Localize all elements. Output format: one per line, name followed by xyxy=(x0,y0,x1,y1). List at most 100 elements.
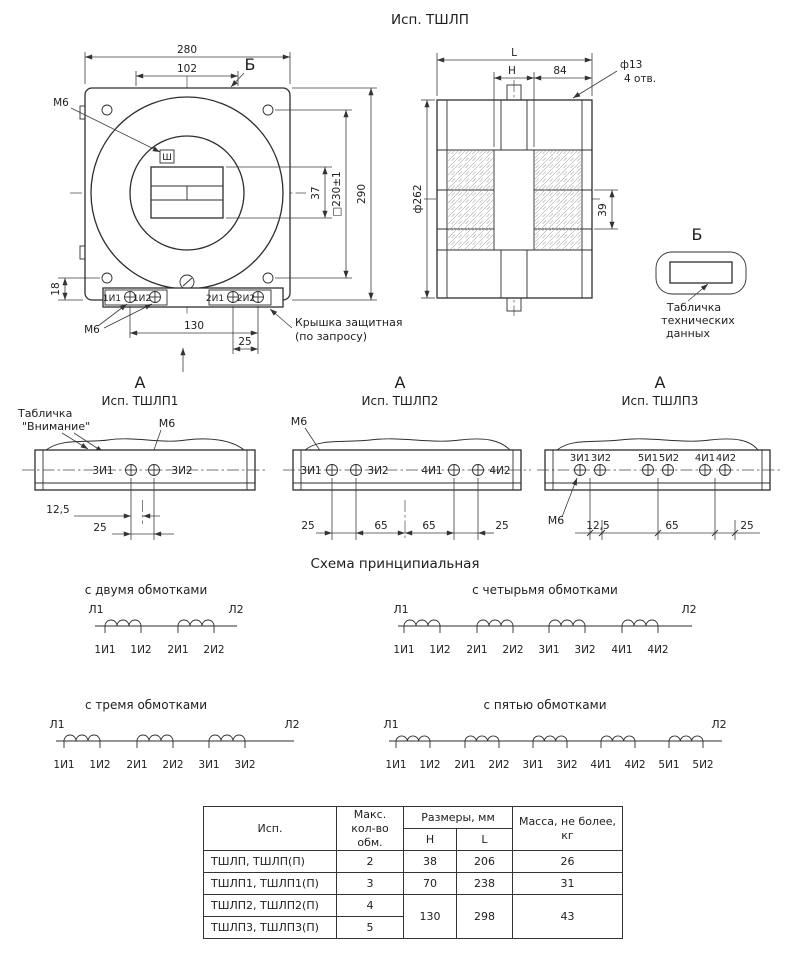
terminal-label: 3И1 xyxy=(570,453,590,464)
schematic-four-windings: с четырьмя обмотками Л1 Л2 1И1 1И2 2И1 2… xyxy=(393,583,696,656)
dim-label: 65 xyxy=(422,520,435,532)
winding-terminal-label: 4И2 xyxy=(624,759,645,771)
winding-terminal-label: 1И2 xyxy=(89,759,110,771)
winding-terminal-label: 3И1 xyxy=(538,644,559,656)
terminal-screw xyxy=(326,464,338,476)
ground-screw-pad xyxy=(159,149,175,164)
terminal-label: 4И1 xyxy=(695,453,715,464)
cell-h: 70 xyxy=(403,872,457,896)
cell-l: 238 xyxy=(456,872,513,896)
primary-terminal-label: Л1 xyxy=(49,718,64,731)
terminal-label: 1И2 xyxy=(133,294,151,304)
section-view-1: А Исп. ТШЛП1 Табличка "Внимание" M6 3И1 … xyxy=(17,373,268,540)
dim-label: 25 xyxy=(740,520,753,532)
dim-262-label: ф262 xyxy=(412,184,424,213)
terminal-screw xyxy=(350,464,362,476)
nameplate xyxy=(669,261,733,284)
table-row: ТШЛП, ТШЛП(П) 2 38 206 26 xyxy=(203,850,623,874)
section-title: Исп. ТШЛП2 xyxy=(362,394,439,408)
primary-terminal-label: Л2 xyxy=(284,718,299,731)
winding-terminal-label: 3И1 xyxy=(198,759,219,771)
m6-top-label: M6 xyxy=(53,97,69,109)
winding-terminal-label: 3И1 xyxy=(522,759,543,771)
dim-39-label: 39 xyxy=(597,203,609,216)
terminal-label: 5И1 xyxy=(638,453,658,464)
cell-l: 206 xyxy=(456,850,513,874)
col-header-model: Исп. xyxy=(203,805,337,852)
cell-h: 130 xyxy=(403,894,457,940)
front-view-drawing: Ш 1И1 1И2 2И1 2И2 xyxy=(70,76,306,316)
winding-terminal-label: 4И1 xyxy=(590,759,611,771)
terminal-screw xyxy=(472,464,484,476)
col-header-h: H xyxy=(403,828,457,852)
dim-H-label: H xyxy=(508,65,516,77)
primary-terminal-label: Л2 xyxy=(681,603,696,616)
schematic-five-windings: с пятью обмотками Л1 Л2 1И1 1И2 2И1 2И2 … xyxy=(383,698,726,771)
schematic-three-windings: с тремя обмотками Л1 Л2 1И1 1И2 2И1 2И2 … xyxy=(49,698,299,771)
spec-table: Исп. Макс. кол-во обм. Размеры, мм Масса… xyxy=(203,805,623,940)
terminal-label: 1И1 xyxy=(103,294,121,304)
side-view-drawing xyxy=(424,80,602,316)
section-a-label: А xyxy=(135,373,146,392)
terminal-screw xyxy=(574,464,586,476)
schematic-caption: с тремя обмотками xyxy=(85,698,207,712)
section-view-2: А Исп. ТШЛП2 M6 3И1 3И2 4И1 4И2 25 65 65… xyxy=(283,373,531,540)
m6-label: M6 xyxy=(159,417,176,430)
ground-symbol-label: Ш xyxy=(162,153,172,163)
terminal-label: 2И2 xyxy=(237,294,255,304)
winding-terminal-label: 2И1 xyxy=(126,759,147,771)
cell-model: ТШЛП2, ТШЛП2(П) xyxy=(203,894,337,918)
cell-l: 298 xyxy=(456,894,513,940)
winding-terminal-label: 1И1 xyxy=(393,644,414,656)
dim-label: 25 xyxy=(495,520,508,532)
cell-h: 38 xyxy=(403,850,457,874)
cover-note-line1: Крышка защитная xyxy=(295,316,402,329)
detail-b-note-line1: Табличка xyxy=(666,301,721,314)
cell-windings: 4 xyxy=(336,894,404,918)
cell-model: ТШЛП3, ТШЛП3(П) xyxy=(203,916,337,940)
terminal-label: 3И1 xyxy=(300,465,321,477)
col-header-l: L xyxy=(456,828,513,852)
cell-mass: 31 xyxy=(512,872,623,896)
winding-terminal-label: 1И2 xyxy=(419,759,440,771)
cell-model: ТШЛП1, ТШЛП1(П) xyxy=(203,872,337,896)
dim-square230-label: □230±1 xyxy=(331,171,343,216)
dim-130-label: 130 xyxy=(184,320,204,332)
dim-label: 12,5 xyxy=(586,520,609,532)
primary-terminal-label: Л2 xyxy=(711,718,726,731)
table-row: ТШЛП3, ТШЛП3(П) 5 xyxy=(203,916,623,940)
cover-note-line2: (по запросу) xyxy=(295,330,367,343)
m6-label: M6 xyxy=(548,514,565,527)
front-view-dimensions: 280 102 Б M6 37 □230±1 290 18 M6 xyxy=(50,44,402,372)
terminal-screw xyxy=(642,464,654,476)
terminal-screw xyxy=(149,291,161,303)
schematic-caption: с пятью обмотками xyxy=(483,698,606,712)
winding-terminal-label: 1И1 xyxy=(94,644,115,656)
dim-label: 65 xyxy=(665,520,678,532)
schematic-caption: с двумя обмотками xyxy=(85,583,208,597)
cell-windings: 2 xyxy=(336,850,404,874)
winding-terminal-label: 3И2 xyxy=(556,759,577,771)
winding-terminal-label: 2И2 xyxy=(488,759,509,771)
clamp-bolt-top xyxy=(506,84,522,101)
terminal-screw xyxy=(699,464,711,476)
dim-18-label: 18 xyxy=(50,282,62,295)
dim-37-label: 37 xyxy=(310,186,322,199)
terminal-screw xyxy=(148,464,160,476)
dim-label: 25 xyxy=(93,522,106,534)
winding-terminal-label: 2И1 xyxy=(466,644,487,656)
warning-plate-note-line2: "Внимание" xyxy=(22,420,90,433)
dim-25-label: 25 xyxy=(238,336,251,348)
schematic-caption: с четырьмя обмотками xyxy=(472,583,618,597)
primary-terminal-label: Л2 xyxy=(228,603,243,616)
winding-terminal-label: 1И2 xyxy=(429,644,450,656)
winding-terminal-label: 2И1 xyxy=(167,644,188,656)
detail-b-note-line3: данных xyxy=(666,327,710,340)
cell-mass: 26 xyxy=(512,850,623,874)
primary-terminal-label: Л1 xyxy=(393,603,408,616)
winding-terminal-label: 4И2 xyxy=(647,644,668,656)
side-view-dimensions: L H 84 ф13 4 отв. ф262 39 xyxy=(412,47,656,299)
table-row: ТШЛП1, ТШЛП1(П) 3 70 238 31 xyxy=(203,872,623,896)
terminal-label: 4И2 xyxy=(716,453,736,464)
